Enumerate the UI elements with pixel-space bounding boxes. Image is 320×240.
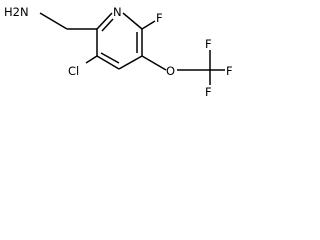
- bond-c6-f: [141, 20, 156, 30]
- fluorine-ring-label: F: [156, 11, 163, 25]
- bond-c4-c3-inner: [100, 52, 120, 64]
- bond-c5-c4: [118, 55, 143, 70]
- structure-diagram: H2N N F Cl O F F F: [4, 5, 233, 98]
- chlorine-label: Cl: [68, 64, 79, 78]
- bond-n1-c6: [122, 12, 143, 30]
- fluorine-top-label: F: [205, 37, 212, 51]
- bond-c3-cl: [85, 55, 98, 64]
- bond-ch2-nh2: [39, 12, 68, 30]
- bond-c5-o: [141, 55, 167, 71]
- ether-oxygen-label: O: [166, 64, 175, 78]
- fluorine-right-label: F: [226, 64, 233, 78]
- bond-c2-n1: [96, 12, 113, 30]
- bond-c2-n1-inner: [101, 18, 114, 32]
- bond-c4-c3: [96, 55, 120, 70]
- amine-label: H2N: [4, 5, 29, 19]
- ring-nitrogen-label: N: [113, 5, 122, 19]
- fluorine-bottom-label: F: [205, 85, 212, 98]
